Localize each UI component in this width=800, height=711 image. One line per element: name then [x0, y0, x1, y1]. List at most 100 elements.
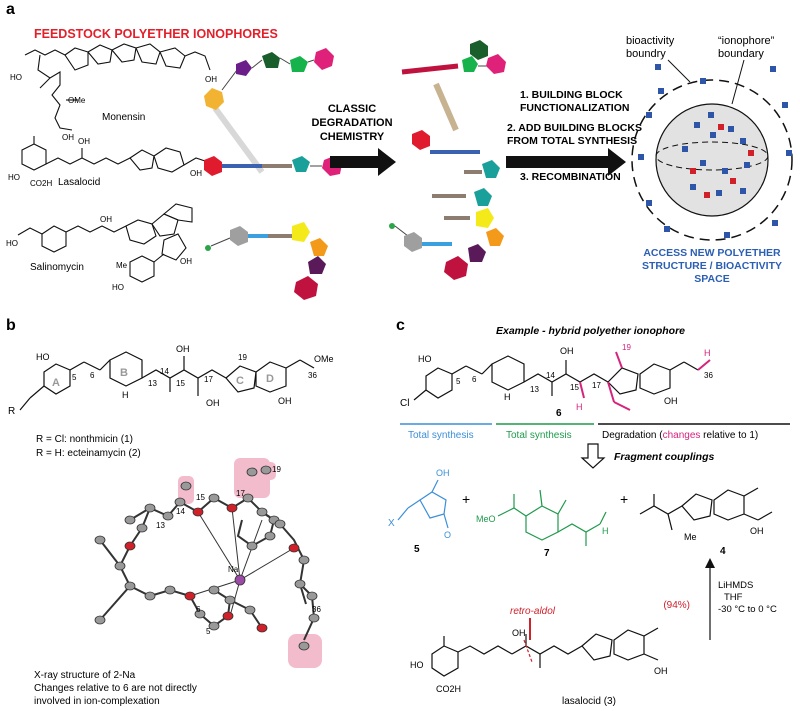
b-num-17: 17 — [204, 375, 213, 384]
frag7-number: 7 — [544, 548, 550, 559]
b-num-15: 15 — [176, 379, 185, 388]
salinomycin-oh: OH — [100, 215, 112, 224]
frag7-h: H — [602, 526, 609, 536]
frag5-x: X — [388, 518, 395, 529]
xray-caption-1: X-ray structure of 2-Na — [34, 670, 136, 681]
bioactivity-space — [631, 59, 793, 241]
frag5-number: 5 — [414, 544, 420, 555]
outer-squares — [638, 64, 792, 238]
xray-caption-2: Changes relative to 6 are not directly — [34, 683, 197, 694]
b-r-line-1: R = Cl: nonthmicin (1) — [36, 434, 133, 445]
lasalocid-building-blocks — [204, 156, 342, 176]
segment-degradation-changes: changes — [663, 430, 701, 441]
b-r: R — [8, 406, 15, 417]
segment-degradation-suffix: relative to 1) — [700, 430, 758, 441]
b-ring-d: D — [266, 373, 274, 385]
salinomycin-ho: HO — [6, 239, 18, 248]
b-ring-c: C — [236, 375, 244, 387]
frag4-me: Me — [684, 532, 697, 542]
step-2b: FROM TOTAL SYNTHESIS — [507, 135, 637, 147]
b-num-14: 14 — [160, 367, 169, 376]
c-ho: HO — [418, 354, 432, 364]
salinomycin-label: Salinomycin — [30, 262, 84, 273]
access-label-2: STRUCTURE / BIOACTIVITY — [642, 260, 782, 272]
monensin-ho: HO — [10, 73, 22, 82]
hybrid-title: Example - hybrid polyether ionophore — [496, 325, 685, 337]
fragment-7-structure — [497, 489, 607, 546]
salinomycin-me: Me — [116, 261, 128, 270]
fragment-4-structure — [639, 487, 773, 531]
yield-label: (94%) — [663, 600, 690, 611]
b-r-line-2: R = H: ecteinamycin (2) — [36, 448, 141, 459]
lasalocid-3-ho: HO — [410, 660, 424, 670]
xray-na: Na — [228, 565, 239, 574]
lasalocid-label: Lasalocid — [58, 177, 100, 188]
salinomycin-oh-2: OH — [180, 257, 192, 266]
recombination-arrow — [506, 148, 626, 176]
lasalocid-structure — [21, 136, 209, 173]
xray-num-13: 13 — [156, 521, 165, 530]
c-num-36: 36 — [704, 371, 713, 380]
fragment-5-structure — [397, 479, 449, 529]
c-cl: Cl — [400, 398, 409, 409]
fragment-couplings-label: Fragment couplings — [614, 451, 715, 463]
hybrid-magenta-bond-3 — [579, 381, 585, 399]
retro-aldol-cut — [523, 639, 533, 663]
hybrid-magenta-bond-2 — [613, 401, 631, 411]
retro-aldol-label: retro-aldol — [510, 606, 556, 617]
b-num-36: 36 — [308, 371, 317, 380]
degradation-label-3: CHEMISTRY — [320, 131, 385, 143]
frag4-oh: OH — [750, 526, 764, 536]
hybrid-magenta-bond-1 — [607, 381, 615, 403]
step-2a: 2. ADD BUILDING BLOCKS — [507, 122, 642, 134]
xray-num-17: 17 — [236, 489, 245, 498]
retro-aldol-arrowhead — [705, 558, 715, 568]
salinomycin-ho-2: HO — [112, 283, 124, 292]
hybrid-structure — [413, 355, 699, 401]
lasalocid-3-oh-2: OH — [654, 666, 668, 676]
conditions-2: THF — [724, 592, 743, 603]
segment-total-synthesis-1: Total synthesis — [408, 430, 474, 441]
lasalocid-oh-2: OH — [190, 169, 202, 178]
lasalocid-co2h: CO2H — [30, 179, 52, 188]
segment-total-synthesis-2: Total synthesis — [506, 430, 572, 441]
c-h-3: H — [504, 392, 511, 402]
panel-c-letter: c — [396, 317, 405, 334]
step-1a: 1. BUILDING BLOCK — [520, 89, 623, 101]
lasalocid-3-co2h: CO2H — [436, 684, 461, 694]
b-num-13: 13 — [148, 379, 157, 388]
c-num-14: 14 — [546, 371, 555, 380]
ionophore-boundary-2: boundary — [718, 48, 764, 60]
c-oh: OH — [560, 346, 574, 356]
xray-atoms — [94, 465, 320, 651]
panel-a-letter: a — [6, 1, 15, 18]
xray-caption-3: involved in ion-complexation — [34, 696, 160, 707]
red-squares — [690, 124, 754, 198]
monensin-ome: OMe — [68, 96, 86, 105]
monensin-oh-2: OH — [205, 75, 217, 84]
c-num-19: 19 — [622, 343, 631, 352]
monensin-building-blocks — [204, 48, 334, 174]
inner-squares — [682, 112, 750, 196]
lasalocid-ho: HO — [8, 173, 20, 182]
b-oh-3: OH — [278, 396, 292, 406]
b-h: H — [122, 390, 129, 400]
xray-na-bonds — [189, 507, 295, 617]
c-oh-2: OH — [664, 396, 678, 406]
xray-num-5: 5 — [206, 627, 211, 636]
lasalocid-3-structure — [431, 627, 659, 677]
xray-num-15: 15 — [196, 493, 205, 502]
plus-1: + — [462, 491, 470, 507]
monensin-oh: OH — [62, 133, 74, 142]
frag7-meo: MeO — [476, 514, 496, 524]
ecteinamycin-structure — [19, 351, 315, 411]
plus-2: + — [620, 491, 628, 507]
salinomycin-building-blocks — [205, 222, 328, 300]
b-oh: OH — [176, 344, 190, 354]
lasalocid-oh: OH — [78, 137, 90, 146]
b-ring-a: A — [52, 377, 60, 389]
xray-num-19: 19 — [272, 465, 281, 474]
c-h-2: H — [576, 402, 583, 412]
step-1b: FUNCTIONALIZATION — [520, 102, 629, 114]
bioactivity-boundary-2: boundry — [626, 48, 666, 60]
